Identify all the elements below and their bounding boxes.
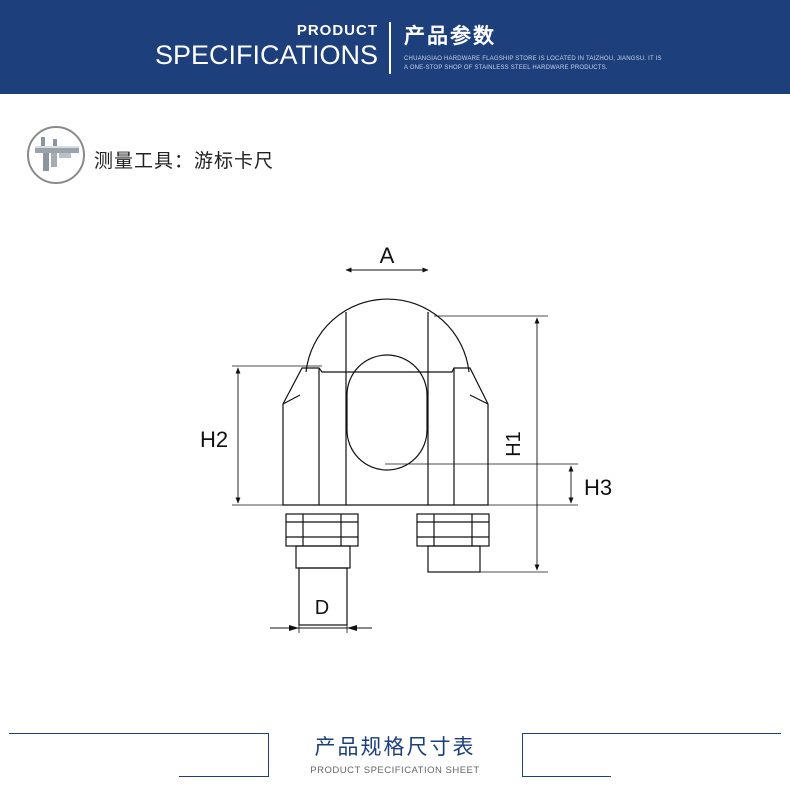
ubolt-outer-arc: [305, 298, 470, 373]
footer-frame-right-side: [522, 733, 523, 777]
left-thread: [295, 545, 351, 569]
label-h2: H2: [200, 427, 228, 452]
footer-frame-left-bottom: [179, 776, 269, 777]
spec-sheet-subtitle: PRODUCT SPECIFICATION SHEET: [310, 765, 480, 776]
saddle-left-chamfer: [282, 394, 301, 405]
header-product: PRODUCT: [296, 22, 378, 39]
header-note-line1: CHUANGIAO HARDWARE FLAGSHIP STORE IS LOC…: [404, 56, 662, 62]
header-banner: PRODUCT SPECIFICATIONS 产品参数 CHUANGIAO HA…: [0, 0, 790, 94]
caliper-icon: [27, 126, 85, 184]
label-a: A: [380, 243, 395, 268]
label-h1: H1: [503, 431, 525, 457]
saddle-body: [282, 367, 489, 506]
label-d: D: [315, 597, 329, 619]
dim-d-arrow-left: [289, 625, 299, 631]
dim-d-arrow-right: [347, 625, 357, 631]
header-note: CHUANGIAO HARDWARE FLAGSHIP STORE IS LOC…: [404, 55, 704, 73]
header-note-line2: A ONE-STOP SHOP OF STAINLESS STEEL HARDW…: [404, 65, 608, 71]
left-nut: [285, 513, 359, 547]
header-specifications: SPECIFICATIONS: [154, 40, 378, 70]
measure-tool-label: 测量工具：游标卡尺: [94, 150, 275, 172]
label-h3: H3: [584, 475, 612, 500]
saddle-right-chamfer: [469, 394, 489, 405]
rope-slot: [346, 354, 428, 471]
footer-frame-left-top: [9, 733, 269, 734]
right-nut: [416, 513, 490, 547]
header-cn-title: 产品参数: [404, 24, 496, 48]
left-bolt-shank: [298, 567, 348, 626]
footer-frame-right-bottom: [522, 776, 611, 777]
header-divider: [389, 22, 391, 74]
right-thread: [427, 545, 481, 573]
footer-frame-left-side: [268, 733, 269, 777]
footer-frame-right-top: [522, 733, 781, 734]
spec-sheet-title: 产品规格尺寸表: [314, 735, 476, 759]
